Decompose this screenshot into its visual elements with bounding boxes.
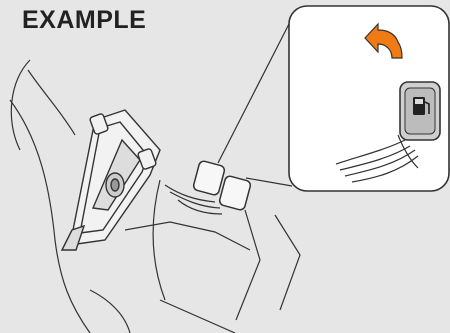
- fuel-door-release-icon: [400, 82, 440, 140]
- seat-rail-assembly: [62, 110, 160, 250]
- switch-left: [193, 160, 226, 196]
- switch-right: [219, 175, 252, 211]
- door-panel-lines: [10, 60, 300, 333]
- callout-lines: [218, 22, 292, 186]
- inset-detail: [289, 6, 449, 191]
- release-switch-group: [165, 160, 251, 214]
